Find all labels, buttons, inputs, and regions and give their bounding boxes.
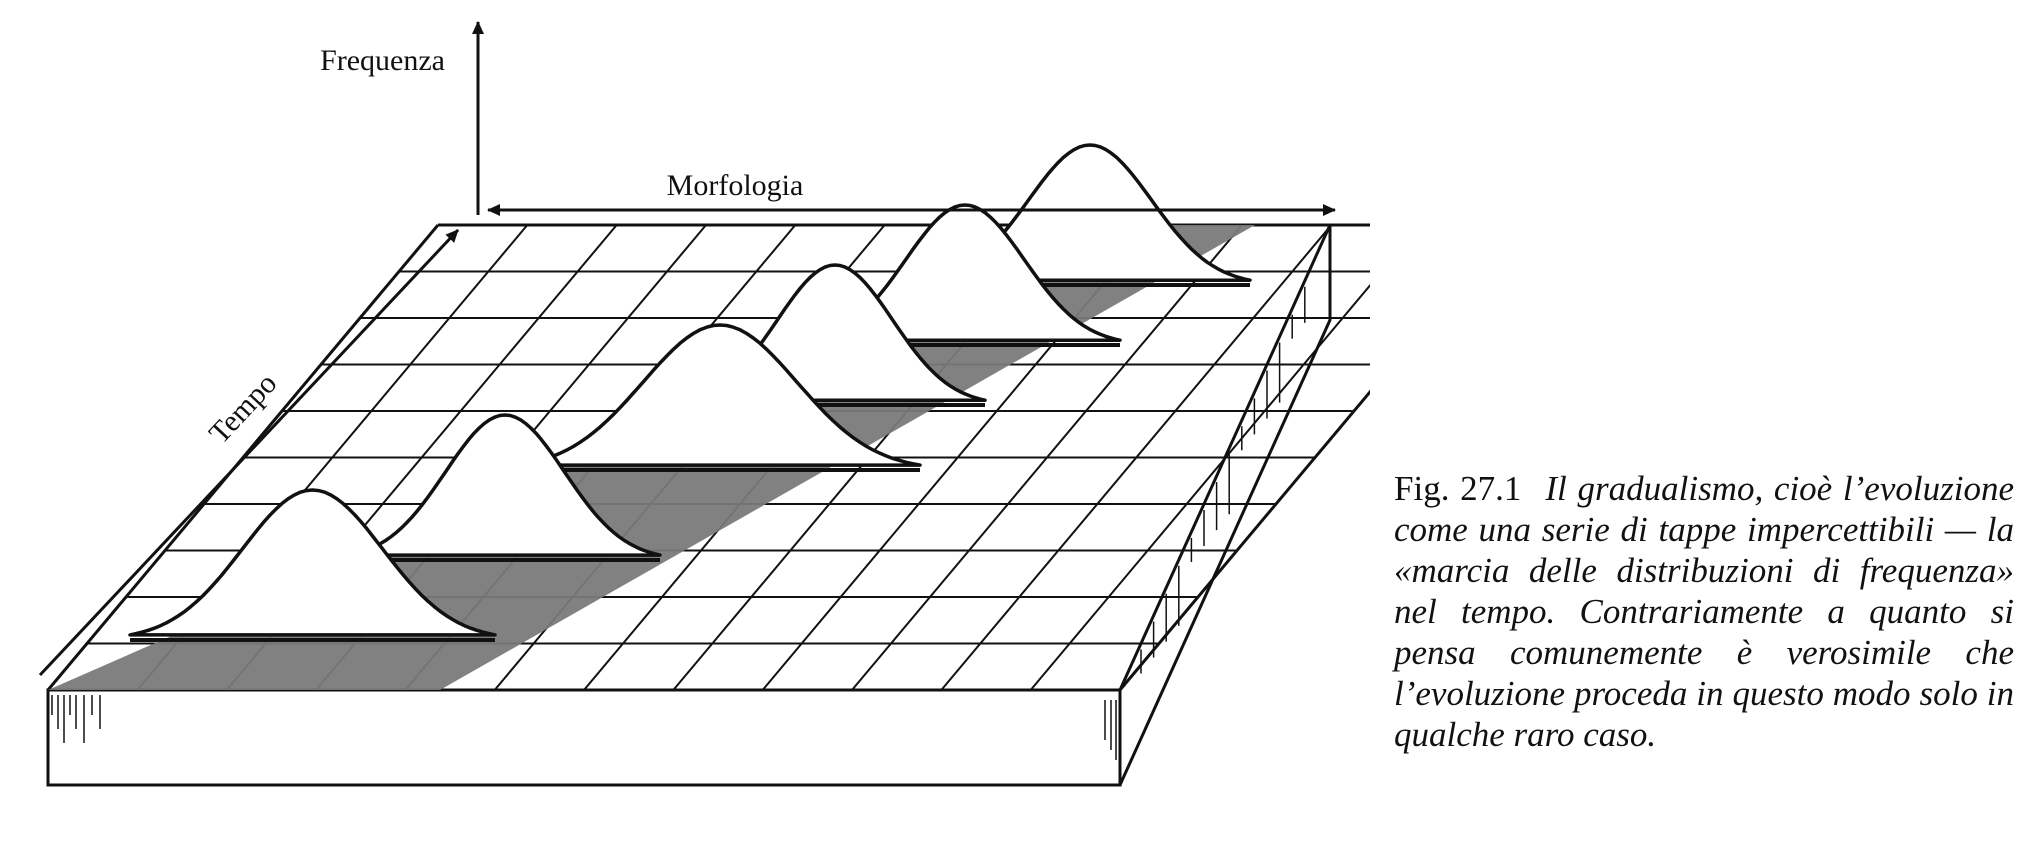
figure-caption-text: Il gradualismo, cioè l’evoluzione come u… <box>1394 469 2014 754</box>
bell-curve <box>128 488 497 637</box>
bell-curve <box>518 323 922 467</box>
gradualism-diagram: Frequenza Morfologia Tempo <box>38 21 1370 787</box>
figure-number: Fig. 27.1 <box>1394 469 1522 508</box>
time-axis-arrow <box>38 228 460 677</box>
frequency-axis-label: Frequenza <box>320 44 445 77</box>
morphology-axis-label: Morfologia <box>667 169 804 202</box>
bell-curve <box>348 413 662 557</box>
slab-front-face <box>46 688 1122 787</box>
time-axis-label: Tempo <box>203 367 284 450</box>
